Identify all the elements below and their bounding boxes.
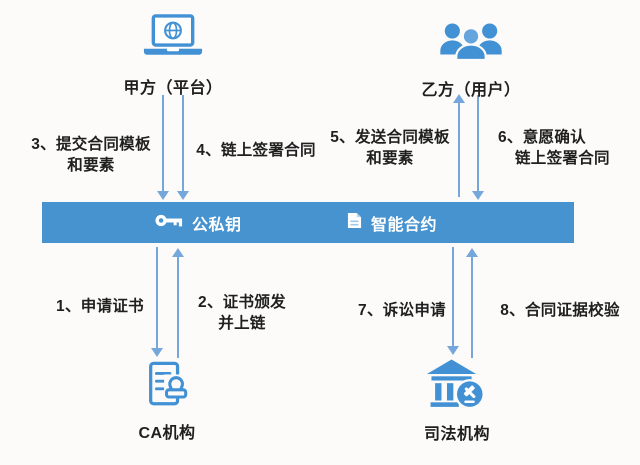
edge-label-8: 8、合同证据校验	[484, 300, 636, 321]
certificate-stamp-icon	[142, 361, 192, 414]
edge-label-4: 4、链上签署合同	[189, 140, 323, 161]
arrow-3-down	[157, 95, 169, 200]
edge-label-5: 5、发送合同模板 和要素	[323, 127, 457, 169]
edge-6-text-2: 链上签署合同	[515, 150, 610, 167]
edge-label-2: 2、证书颁发 并上链	[186, 292, 298, 334]
node-party-b: 乙方（用户）	[401, 22, 541, 100]
node-party-a: 甲方（平台）	[103, 14, 243, 98]
smart-contract-label: 智能合约	[371, 216, 438, 234]
bar-item-keypair: 公私钥	[155, 202, 242, 243]
edge-8-text: 8、合同证据校验	[500, 302, 620, 319]
document-icon	[347, 212, 362, 234]
node-ca: CA机构	[117, 361, 217, 443]
edge-5-text: 5、发送合同模板	[330, 129, 450, 146]
bar-item-smart-contract: 智能合约	[347, 202, 437, 243]
arrow-7-down	[447, 247, 459, 355]
arrow-5-up	[453, 94, 465, 197]
edge-label-3: 3、提交合同模板 和要素	[24, 134, 158, 176]
edge-label-1: 1、申请证书	[46, 296, 154, 317]
edge-1-text: 1、申请证书	[56, 298, 144, 315]
blockchain-bar: 公私钥 智能合约	[42, 202, 574, 243]
arrow-2-up	[172, 248, 184, 358]
edge-3-text-2: 和要素	[67, 157, 115, 174]
key-icon	[155, 213, 183, 233]
arrow-1-down	[151, 247, 163, 357]
edge-6-text: 6、意愿确认	[498, 129, 586, 146]
edge-4-text: 4、链上签署合同	[196, 142, 316, 159]
arrow-8-up	[466, 248, 478, 358]
users-group-icon	[439, 22, 503, 69]
edge-7-text: 7、诉讼申请	[358, 302, 446, 319]
node-court: 司法机构	[397, 359, 517, 444]
courthouse-gavel-icon	[426, 359, 488, 416]
arrow-4-down	[177, 95, 189, 200]
laptop-globe-icon	[143, 14, 203, 66]
keypair-label: 公私钥	[192, 216, 242, 234]
party-a-label: 甲方（平台）	[123, 80, 223, 97]
ca-label: CA机构	[138, 425, 196, 442]
edge-label-6: 6、意愿确认 链上签署合同	[498, 127, 610, 169]
edge-5-text-2: 和要素	[366, 150, 414, 167]
arrow-6-down	[472, 95, 484, 200]
edge-label-7: 7、诉讼申请	[350, 300, 454, 321]
edge-2-text: 2、证书颁发	[198, 294, 286, 311]
party-b-label: 乙方（用户）	[421, 82, 521, 99]
edge-3-text: 3、提交合同模板	[31, 136, 151, 153]
edge-2-text-2: 并上链	[218, 315, 266, 332]
court-label: 司法机构	[423, 426, 490, 443]
